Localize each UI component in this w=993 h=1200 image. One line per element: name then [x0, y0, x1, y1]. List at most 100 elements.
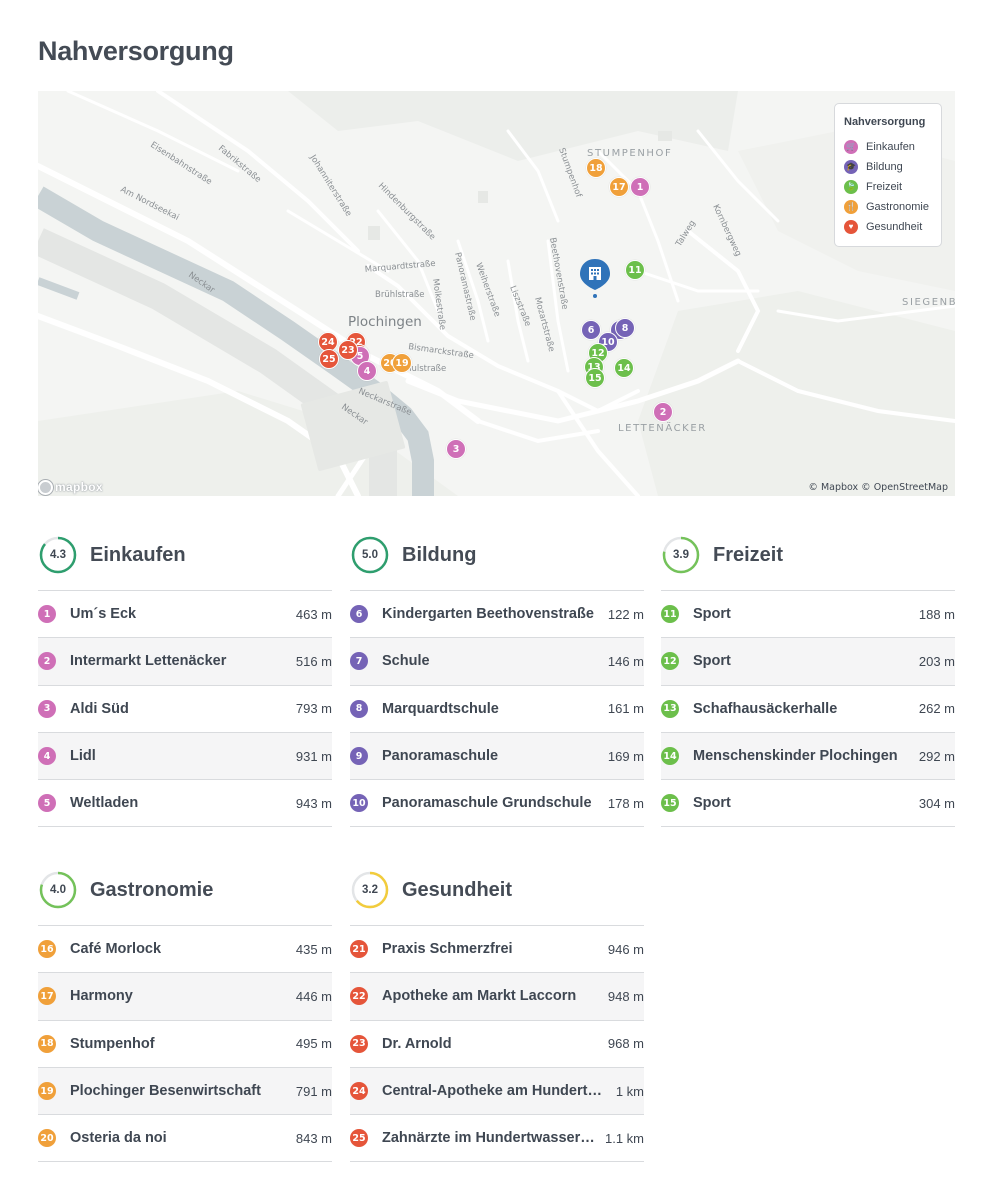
item-name: Harmony	[70, 988, 133, 1005]
score-value: 4.3	[50, 549, 66, 561]
map-marker-25[interactable]: 25	[319, 349, 339, 369]
item-number-badge: 18	[38, 1034, 56, 1053]
item-distance: 178 m	[607, 795, 644, 811]
map-base: Eisenbahnstraße Fabrikstraße Johanniters…	[38, 91, 955, 496]
score-ring-icon	[351, 871, 389, 909]
item-distance: 931 m	[295, 748, 332, 764]
score-ring-fill	[351, 536, 389, 574]
item-distance: 146 m	[607, 653, 644, 669]
map-marker-11[interactable]: 11	[625, 260, 645, 280]
item-name: Praxis Schmerzfrei	[382, 941, 513, 958]
map-marker-24[interactable]: 24	[318, 332, 338, 352]
score-value: 4.0	[50, 884, 66, 896]
item-number-badge: 1	[38, 605, 56, 624]
map-attribution[interactable]: © Mapbox © OpenStreetMap	[808, 482, 948, 493]
property-pin-icon[interactable]	[578, 257, 612, 301]
district-label-siegenberg: SIEGENBE	[902, 297, 955, 308]
heart-icon: ♥	[844, 220, 858, 234]
item-name: Panoramaschule	[382, 748, 499, 765]
map-marker-17[interactable]: 17	[609, 177, 629, 197]
item-distance: 304 m	[918, 795, 955, 811]
legend-item-label: Gesundheit	[866, 221, 923, 233]
item-number-badge: 6	[350, 605, 368, 624]
map-marker-6[interactable]: 6	[581, 320, 601, 340]
street-label-weiherstrasse: Weiherstraße	[473, 262, 502, 319]
legend-title: Nahversorgung	[844, 116, 926, 128]
list-item[interactable]: 10 Panoramaschule Grundschule 178 m	[350, 780, 644, 828]
item-distance: 968 m	[607, 1036, 644, 1052]
mapbox-logo-text: mapbox	[55, 480, 103, 494]
map-marker-14[interactable]: 14	[614, 358, 634, 378]
item-number-badge: 3	[38, 699, 56, 718]
map[interactable]: Eisenbahnstraße Fabrikstraße Johanniters…	[38, 91, 955, 496]
item-number-badge: 10	[350, 794, 368, 813]
legend-item-freizeit: 🍃 Freizeit	[844, 177, 932, 197]
item-name: Central-Apotheke am Hundertwasserhaus	[382, 1083, 616, 1100]
item-number-badge: 16	[38, 940, 56, 959]
map-marker-8[interactable]: 8	[615, 318, 635, 338]
map-marker-3[interactable]: 3	[446, 439, 466, 459]
legend-item-label: Freizeit	[866, 181, 903, 193]
map-legend: Nahversorgung 🛒Einkaufen🎓Bildung🍃Freizei…	[834, 103, 942, 247]
map-marker-1[interactable]: 1	[630, 177, 650, 197]
item-name: Panoramaschule Grundschule	[382, 795, 592, 812]
item-name: Marquardtschule	[382, 700, 499, 717]
leaf-icon: 🍃	[844, 180, 858, 194]
map-marker-19[interactable]: 19	[392, 353, 412, 373]
item-number-badge: 23	[350, 1034, 368, 1053]
item-name: Weltladen	[70, 795, 139, 812]
district-label-stumpenhof: STUMPENHOF	[587, 148, 672, 159]
street-label-hindenburgstrasse: Hindenburgstraße	[376, 181, 437, 242]
map-marker-4[interactable]: 4	[357, 361, 377, 381]
section-header: 4.0 Gastronomie	[38, 870, 332, 926]
section-title: Freizeit	[713, 544, 784, 566]
street-label-am-nordseekai: Am Nordseekai	[119, 185, 181, 223]
map-marker-23[interactable]: 23	[338, 340, 358, 360]
item-number-badge: 25	[350, 1129, 368, 1148]
legend-item-gesundheit: ♥ Gesundheit	[844, 217, 932, 237]
mapbox-logo-icon	[38, 479, 53, 495]
town-label-plochingen: Plochingen	[348, 314, 422, 330]
map-marker-15[interactable]: 15	[585, 368, 605, 388]
item-distance: 516 m	[295, 653, 332, 669]
item-number-badge: 2	[38, 652, 56, 671]
item-distance: 262 m	[918, 701, 955, 717]
item-distance: 169 m	[607, 748, 644, 764]
district-label-lettenaecker: LETTENÄCKER	[618, 421, 707, 434]
map-marker-2[interactable]: 2	[653, 402, 673, 422]
item-distance: 122 m	[607, 606, 644, 622]
section-title: Gastronomie	[90, 879, 214, 901]
street-label-kornbergweg: Kornbergweg	[710, 203, 743, 258]
section-title: Einkaufen	[90, 544, 186, 566]
mapbox-logo[interactable]: mapbox	[38, 478, 103, 496]
map-marker-18[interactable]: 18	[586, 158, 606, 178]
item-distance: 1.1 km	[604, 1130, 644, 1146]
score-value: 3.2	[362, 884, 378, 896]
